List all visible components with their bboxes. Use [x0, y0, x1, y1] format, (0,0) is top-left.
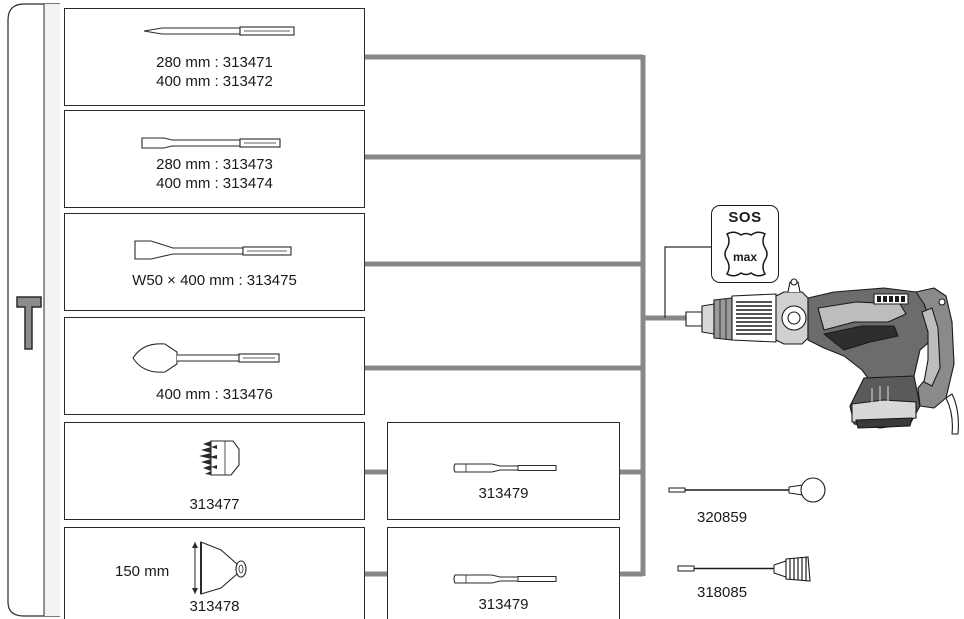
wide-chisel-icon — [134, 240, 292, 260]
rotary-hammer-icon — [685, 278, 959, 435]
accessory-box-4[interactable]: 400 mm : 313476 — [64, 317, 365, 415]
accessory-1-line-2: 400 mm : 313472 — [156, 73, 273, 90]
sds-badge-subtitle: max — [732, 250, 758, 264]
adapter-shank-icon — [453, 463, 557, 473]
accessory-2-line-2: 400 mm : 313474 — [156, 175, 273, 192]
badge-leader — [664, 246, 711, 318]
adapter-box-2[interactable]: 313479 — [387, 527, 620, 619]
bracket-band — [44, 4, 60, 616]
adapter-1-code: 313479 — [478, 485, 529, 502]
hammer-mode-icon — [16, 296, 42, 350]
extra-2-code: 318085 — [697, 584, 748, 601]
connectors — [365, 54, 688, 577]
accessory-2-line-1: 280 mm : 313473 — [156, 156, 273, 173]
tamping-plate-icon — [192, 541, 247, 595]
sds-max-badge: SOS max — [711, 205, 779, 283]
accessory-5-line-1: 313477 — [189, 496, 240, 513]
accessory-box-3[interactable]: W50 × 400 mm : 313475 — [64, 213, 365, 311]
sds-badge-title: SOS — [728, 209, 762, 226]
accessory-box-6[interactable]: 150 mm 313478 — [64, 527, 365, 619]
mixing-paddle-icon — [668, 477, 826, 503]
accessory-4-line-1: 400 mm : 313476 — [156, 386, 273, 403]
bush-hammer-icon — [199, 440, 240, 476]
accessory-box-5[interactable]: 313477 — [64, 422, 365, 520]
extra-1-code: 320859 — [697, 509, 748, 526]
sds-shank-profile-icon — [724, 231, 768, 277]
bracket-outline — [7, 3, 60, 617]
flat-chisel-icon — [141, 137, 281, 149]
spade-chisel-icon — [132, 343, 280, 373]
adapter-2-code: 313479 — [478, 596, 529, 613]
pointed-chisel-icon — [143, 26, 295, 36]
accessory-3-line-1: W50 × 400 mm : 313475 — [132, 272, 297, 289]
accessory-box-2[interactable]: 280 mm : 313473 400 mm : 313474 — [64, 110, 365, 208]
core-bit-icon — [677, 556, 811, 582]
accessory-1-line-1: 280 mm : 313471 — [156, 54, 273, 71]
adapter-box-1[interactable]: 313479 — [387, 422, 620, 520]
tamping-plate-dimension: 150 mm — [115, 563, 170, 580]
adapter-shank-icon — [453, 574, 557, 584]
accessory-box-1[interactable]: 280 mm : 313471 400 mm : 313472 — [64, 8, 365, 106]
accessory-6-line-1: 313478 — [189, 598, 240, 615]
